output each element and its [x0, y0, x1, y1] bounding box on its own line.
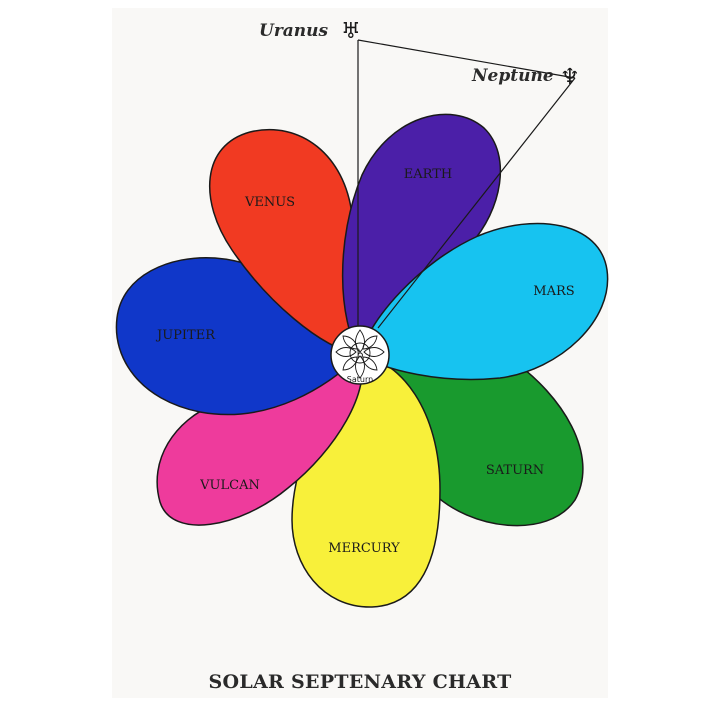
neptune-glyph-icon: ♆ — [560, 65, 580, 90]
neptune-line — [377, 77, 576, 329]
uranus-neptune-line — [357, 39, 576, 79]
petal-label-jupiter: JUPITER — [155, 328, 216, 343]
lotus-icon — [335, 329, 385, 379]
petal-label-venus: VENUS — [244, 195, 295, 210]
uranus-label: Uranus — [259, 21, 329, 41]
center-emblem: ♄ Saturn — [330, 325, 390, 385]
neptune-label: Neptune — [471, 66, 554, 86]
petal-label-earth: EARTH — [404, 167, 452, 182]
connector-lines — [357, 39, 576, 330]
petal-label-mars: MARS — [533, 284, 574, 299]
petal-label-saturn: SATURN — [486, 463, 544, 478]
petal-mars — [359, 222, 609, 381]
petal-label-mercury: MERCURY — [328, 541, 400, 556]
center-label: Saturn — [347, 375, 373, 384]
saturn-glyph-icon: ♄ — [354, 347, 366, 362]
petal-label-vulcan: VULCAN — [199, 478, 260, 493]
chart-title: SOLAR SEPTENARY CHART — [208, 671, 512, 693]
petal-mars-shape — [359, 222, 609, 381]
uranus-glyph-icon: ♅ — [341, 19, 361, 44]
